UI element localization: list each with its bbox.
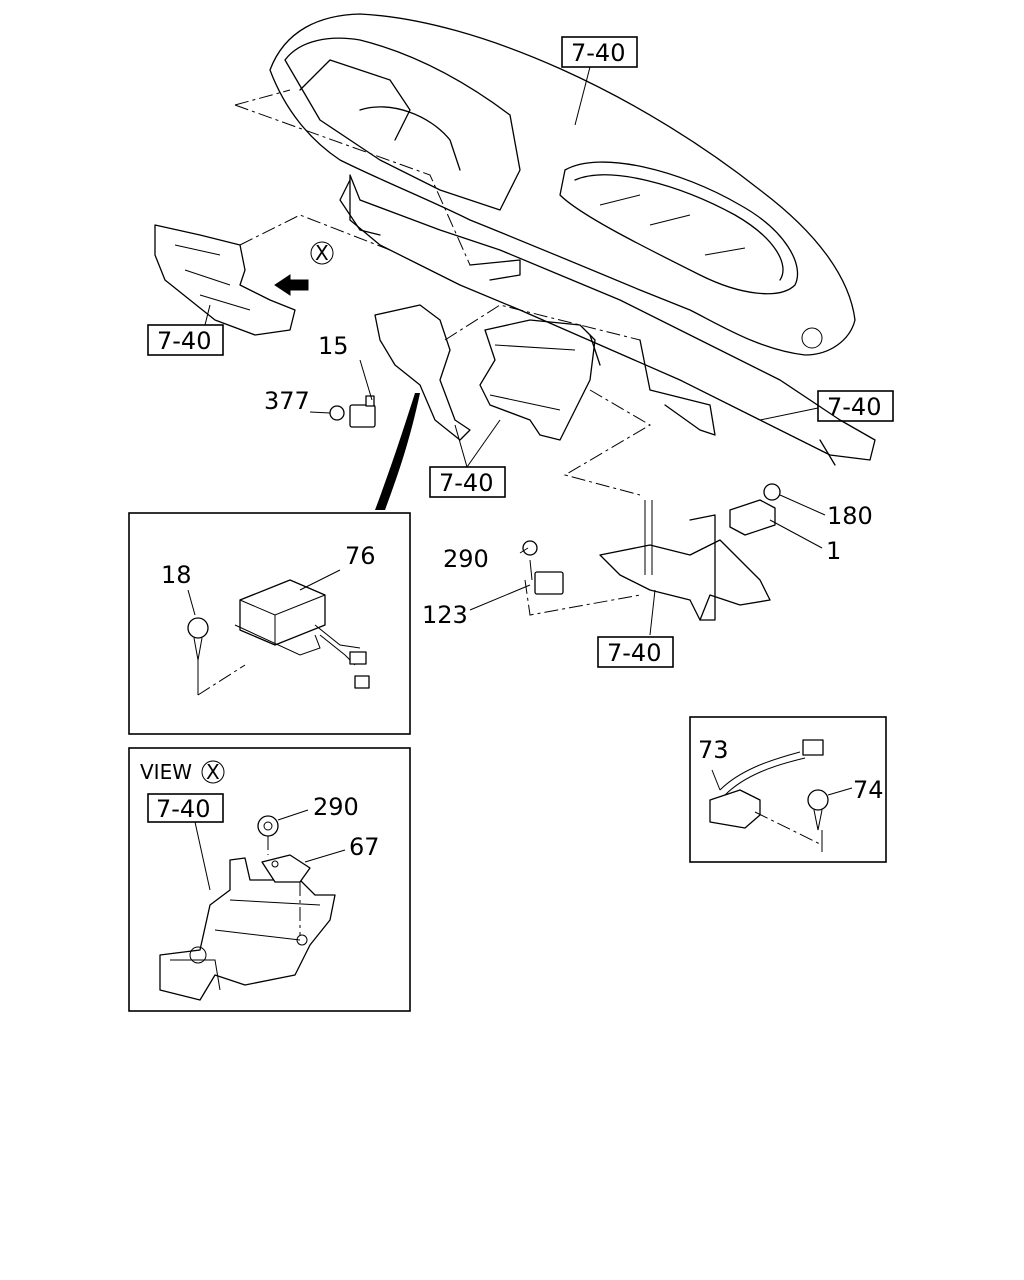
left-bracket xyxy=(154,214,391,336)
ref-label-center: 7-40 xyxy=(439,469,493,497)
inset-leader xyxy=(375,393,420,510)
nut-290 xyxy=(257,809,309,837)
inset-18-76 xyxy=(128,512,411,735)
inset-73-74 xyxy=(689,716,887,863)
part-number-15: 15 xyxy=(318,332,349,360)
lower-bracket xyxy=(524,500,771,636)
ref-box-right xyxy=(817,390,894,422)
part-number-377: 377 xyxy=(264,387,310,415)
instrument-panel xyxy=(234,13,876,466)
part-number-18: 18 xyxy=(161,561,192,589)
ref-label-left: 7-40 xyxy=(157,327,211,355)
part-number-290-b: 290 xyxy=(313,793,359,821)
screw-74 xyxy=(807,787,853,831)
ref-box-view xyxy=(147,793,224,823)
ref-label-right: 7-40 xyxy=(827,393,881,421)
ref-label-view: 7-40 xyxy=(156,795,210,823)
clip-67 xyxy=(261,836,346,935)
ref-label-lower: 7-40 xyxy=(607,639,661,667)
view-x-arrow xyxy=(274,241,334,296)
screw-18 xyxy=(187,589,209,661)
inset-view-x xyxy=(128,747,411,1012)
part-number-290-a: 290 xyxy=(443,545,489,573)
part-number-123: 123 xyxy=(422,601,468,629)
relay-123 xyxy=(469,540,564,611)
sensor-73 xyxy=(709,739,824,829)
ref-label-top: 7-40 xyxy=(571,39,625,67)
module-76 xyxy=(234,569,370,689)
part-number-76: 76 xyxy=(345,542,376,570)
view-title-marker: X xyxy=(206,760,220,784)
relay-15 xyxy=(309,359,376,428)
center-bracket xyxy=(374,304,651,496)
view-title: VIEW xyxy=(140,760,192,784)
controller-1 xyxy=(729,483,826,549)
ref-box-top xyxy=(561,36,638,68)
part-number-67: 67 xyxy=(349,833,380,861)
part-number-74: 74 xyxy=(853,776,884,804)
ref-box-left xyxy=(147,324,224,356)
view-marker: X xyxy=(315,241,329,265)
part-number-180: 180 xyxy=(827,502,873,530)
ref-box-lower xyxy=(597,636,674,668)
view-x-bracket xyxy=(159,821,336,1001)
part-number-1: 1 xyxy=(826,537,841,565)
part-number-73: 73 xyxy=(698,736,729,764)
